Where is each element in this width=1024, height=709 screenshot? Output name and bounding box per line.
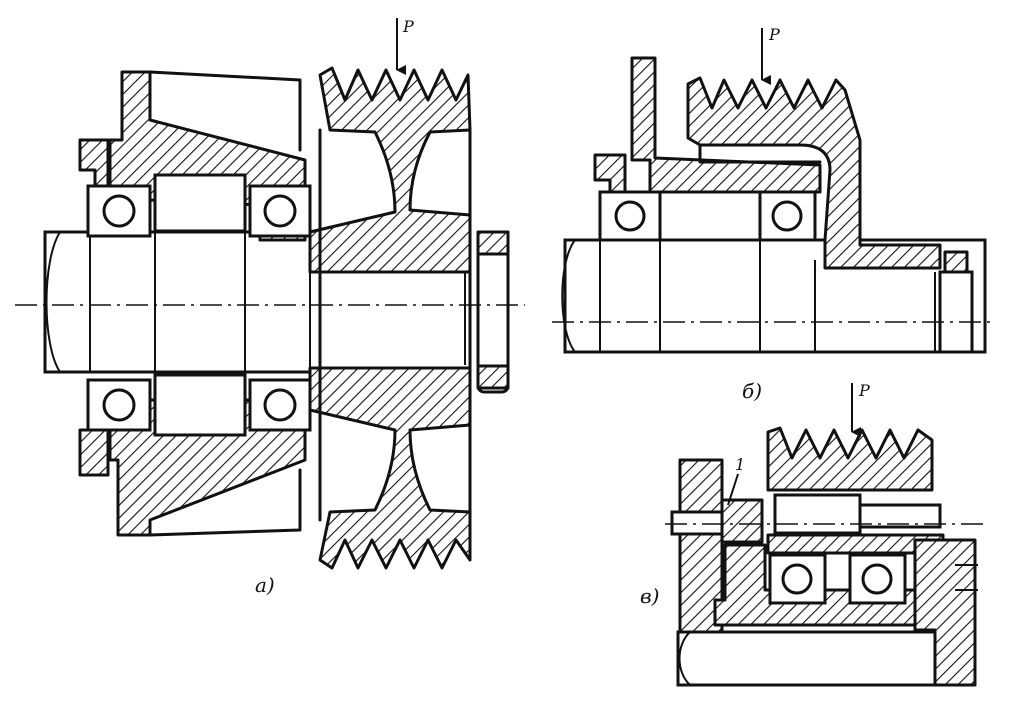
bearing-right-b: [758, 190, 817, 242]
view-b: P б): [552, 25, 995, 403]
bearing-left-bottom-a: [86, 378, 152, 432]
load-label-a: P: [402, 17, 414, 36]
load-label-b: P: [768, 25, 780, 44]
callout-1: 1: [735, 455, 745, 474]
cover-bottom-a: [78, 428, 110, 477]
view-c: 1 P в): [640, 381, 985, 687]
bearing-right-c: [848, 553, 907, 605]
view-a: P а): [15, 17, 525, 597]
pulley-a: [308, 66, 472, 274]
pulley-b: [686, 76, 942, 270]
bearing-left-c: [768, 553, 827, 605]
caption-a: а): [255, 573, 275, 597]
load-label-c: P: [858, 381, 870, 400]
housing-b: [630, 56, 822, 194]
bearing-right-bottom-a: [248, 378, 312, 432]
bearing-right-top-a: [248, 184, 312, 238]
pulley-c: [766, 426, 934, 492]
caption-c: в): [640, 584, 659, 608]
bearing-left-top-a: [86, 184, 152, 238]
caption-b: б): [742, 379, 762, 403]
bearing-left-b: [598, 190, 662, 242]
